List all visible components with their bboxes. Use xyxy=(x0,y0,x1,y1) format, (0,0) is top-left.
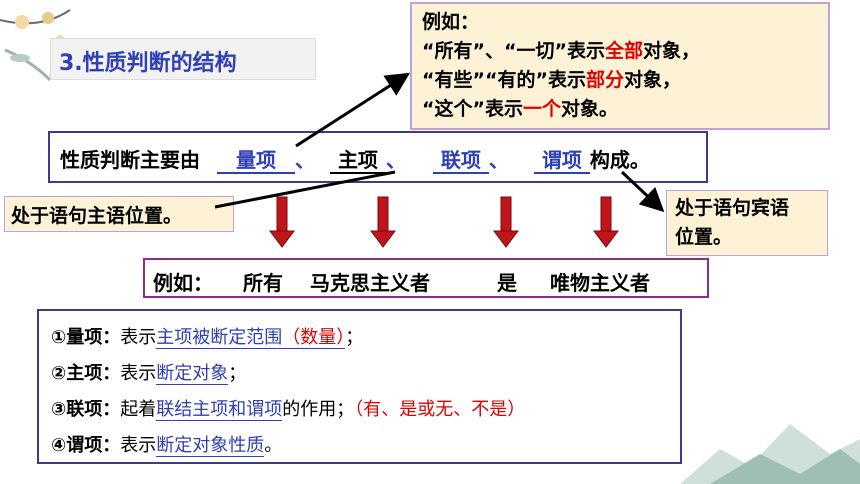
separator: 、 xyxy=(385,148,406,172)
example-subject: 马克思主义者 xyxy=(310,271,430,295)
definition-term: ③联项： xyxy=(51,399,121,420)
definition-pre: 表示 xyxy=(120,435,157,456)
down-arrow-copula xyxy=(493,196,519,248)
blank-subject: 主项 xyxy=(329,148,386,174)
definitions-box: ①量项：表示主项被断定范围（数量）； ②主项：表示断定对象； ③联项：起着联结主… xyxy=(37,309,682,464)
example-note-line-2-emphasis: 部分 xyxy=(585,69,624,91)
example-note-line-1: “所有”、“一切”表示全部对象， xyxy=(422,37,828,66)
object-note-line-1: 处于语句宾语 xyxy=(675,197,790,219)
definition-term: ②主项： xyxy=(51,363,121,384)
example-quantifier: 所有 xyxy=(243,271,283,295)
blank-copula: 联项 xyxy=(432,148,489,174)
definition-pre: 起着 xyxy=(120,399,157,420)
down-arrow-quantifier xyxy=(269,196,295,248)
example-copula: 是 xyxy=(497,271,517,295)
structure-sentence: 性质判断主要由 量项、 主项、 联项、 谓项构成。 xyxy=(60,144,650,174)
definition-pre: 表示 xyxy=(120,363,157,384)
separator: 、 xyxy=(294,148,315,172)
definition-post: 。 xyxy=(264,435,283,456)
definition-underlined: 断定对象 xyxy=(156,363,229,385)
example-predicate: 唯物主义者 xyxy=(550,271,650,295)
example-sentence-box: 例如： 所有 马克思主义者 是 唯物主义者 xyxy=(143,258,709,298)
example-note-line-3-emphasis: 一个 xyxy=(522,98,561,120)
down-arrow-subject xyxy=(370,196,396,248)
object-position-note: 处于语句宾语 位置。 xyxy=(666,190,828,256)
blank-predicate: 谓项 xyxy=(533,148,590,174)
definition-quantifier: ①量项：表示主项被断定范围（数量）； xyxy=(51,323,363,349)
definition-post: 的作用； xyxy=(282,399,355,420)
definition-underlined: 断定对象性质 xyxy=(156,435,265,457)
example-note-line-3-end: 对象。 xyxy=(561,98,619,120)
example-note-line-2: “有些”“有的”表示部分对象， xyxy=(422,66,828,95)
example-note-line-2-text: “有些”“有的”表示 xyxy=(422,69,586,91)
page-title: 3.性质判断的结构 xyxy=(59,51,237,76)
example-note-line-3: “这个”表示一个对象。 xyxy=(422,95,828,124)
blank-quantifier: 量项 xyxy=(216,148,295,174)
definition-copula: ③联项：起着联结主项和谓项的作用；（有、是或无、不是） xyxy=(51,395,525,421)
definition-term: ④谓项： xyxy=(51,435,121,456)
definition-post: ； xyxy=(228,363,247,384)
object-note-line-2: 位置。 xyxy=(675,226,733,248)
definition-red: （数量） xyxy=(282,327,346,348)
definition-term: ①量项： xyxy=(51,327,121,348)
title-box: 3.性质判断的结构 xyxy=(50,38,316,80)
example-note-heading: 例如： xyxy=(422,11,480,33)
example-sentence-label: 例如： xyxy=(153,271,213,295)
example-note-line-3-text: “这个”表示 xyxy=(422,98,523,120)
definition-pre: 表示 xyxy=(120,327,157,348)
example-note-line-1-end: 对象， xyxy=(642,40,700,62)
definition-subject: ②主项：表示断定对象； xyxy=(51,359,246,385)
definition-post: ； xyxy=(345,327,364,348)
example-note: 例如： “所有”、“一切”表示全部对象， “有些”“有的”表示部分对象， “这个… xyxy=(410,2,830,130)
down-arrow-predicate xyxy=(593,196,619,248)
structure-suffix: 构成。 xyxy=(589,148,650,172)
example-note-line-1-emphasis: 全部 xyxy=(604,40,643,62)
structure-prefix: 性质判断主要由 xyxy=(60,148,200,172)
definition-underlined-text: 主项被断定范围 xyxy=(156,327,283,348)
decorative-mountains-bottom-right xyxy=(680,424,860,484)
definition-red: （有、是或无、不是） xyxy=(354,399,526,420)
example-note-line-1-text: “所有”、“一切”表示 xyxy=(422,40,605,62)
definition-predicate: ④谓项：表示断定对象性质。 xyxy=(51,431,282,457)
structure-box: 性质判断主要由 量项、 主项、 联项、 谓项构成。 xyxy=(48,131,708,183)
definition-underlined: 联结主项和谓项 xyxy=(156,399,283,421)
definition-underlined: 主项被断定范围（数量） xyxy=(156,327,346,349)
subject-position-note: 处于语句主语位置。 xyxy=(4,196,234,232)
separator: 、 xyxy=(488,148,509,172)
example-note-line-2-end: 对象， xyxy=(623,69,681,91)
